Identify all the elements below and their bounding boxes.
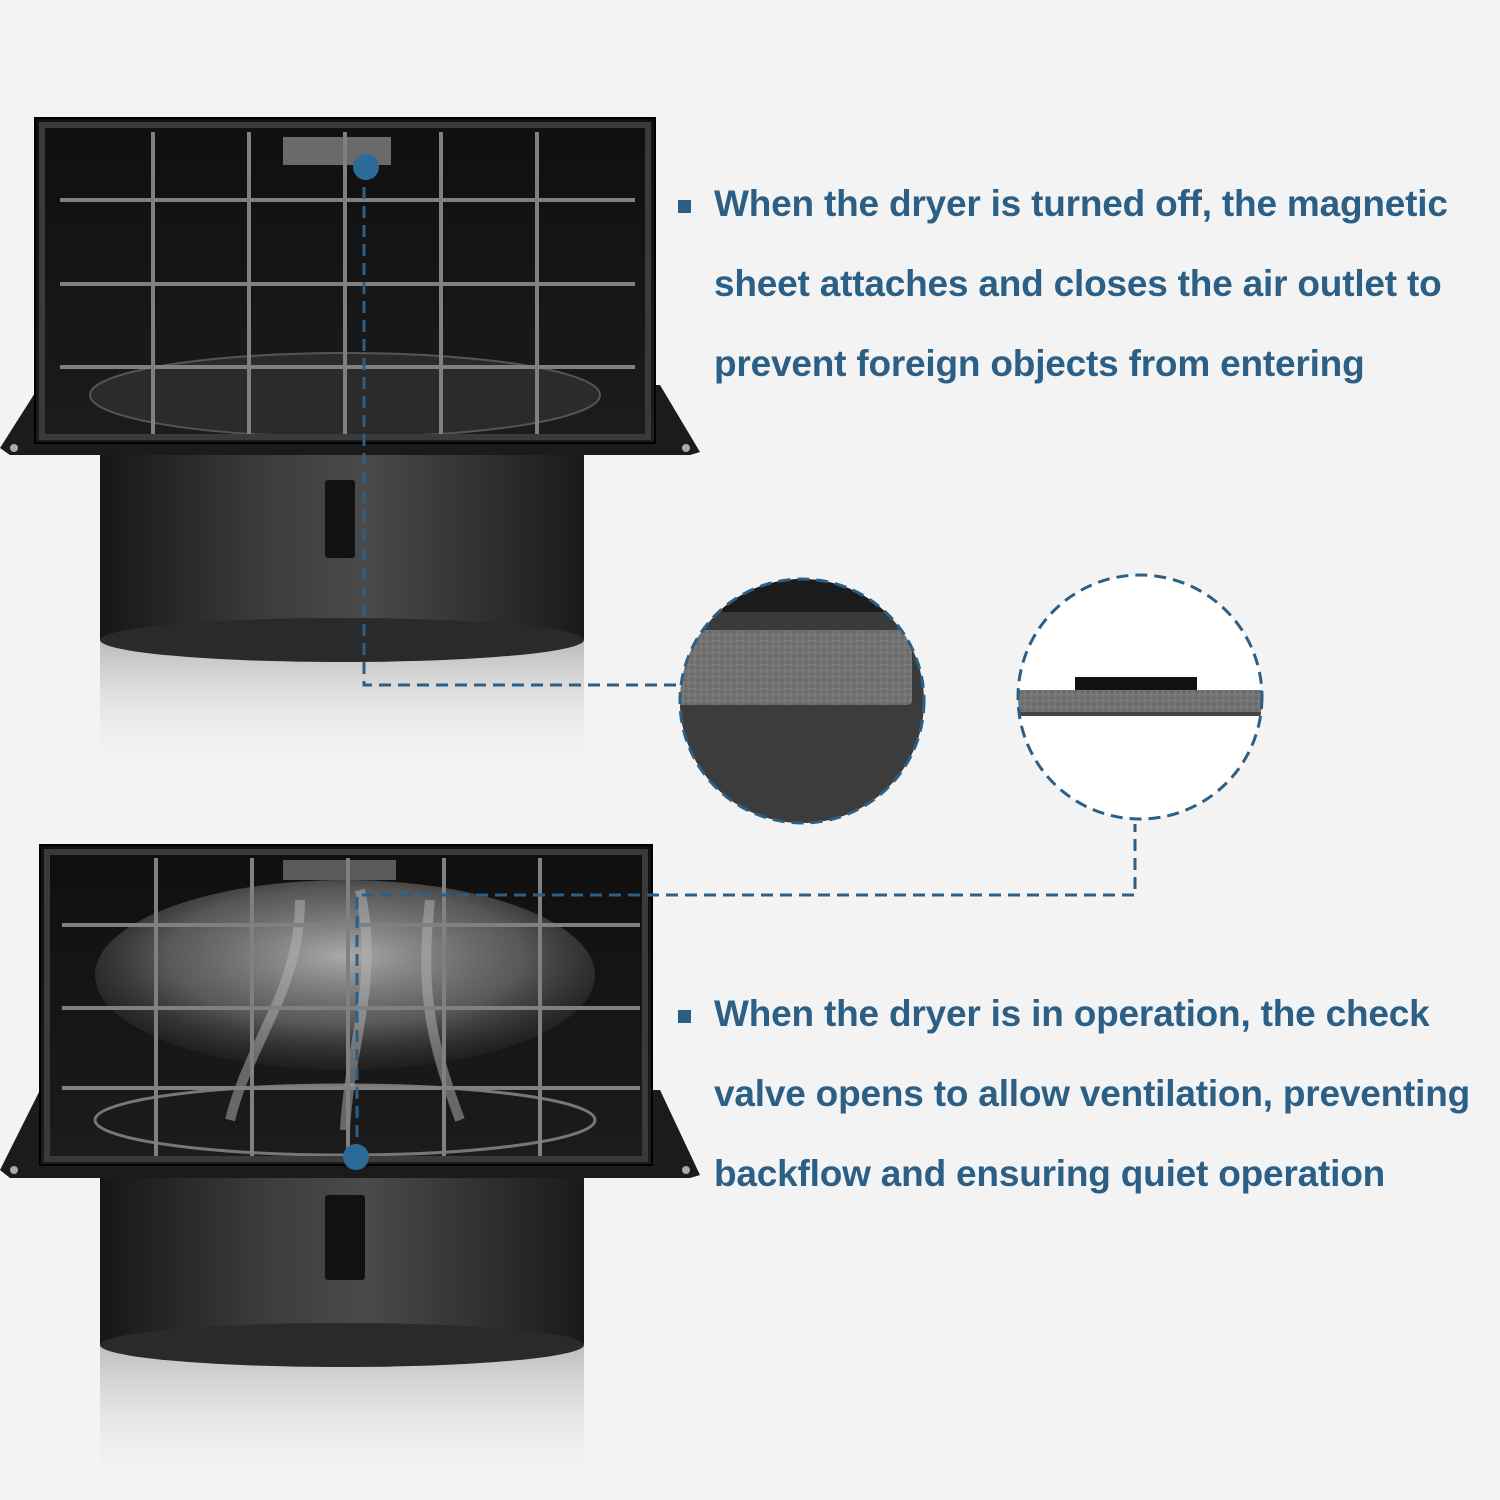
caption-line: When the dryer is turned off, the magnet… xyxy=(676,164,1486,244)
vent-grille xyxy=(60,132,635,435)
screw-hole xyxy=(682,1166,690,1174)
vent-closed xyxy=(0,117,700,770)
caption-open: When the dryer is in operation, the chec… xyxy=(676,974,1486,1214)
callout-line-open xyxy=(355,824,1137,1156)
magnetic-sheet-edge xyxy=(1018,690,1262,712)
caption-line: valve opens to allow ventilation, preven… xyxy=(714,1073,1471,1114)
bullet-square-icon xyxy=(678,1010,691,1023)
magnetic-sheet xyxy=(283,860,396,880)
zoom-detail-side xyxy=(1016,573,1264,821)
screw-hole xyxy=(10,444,18,452)
vent-open xyxy=(0,844,700,1490)
callout-dot-icon xyxy=(343,1144,369,1170)
caption-line: backflow and ensuring quiet operation xyxy=(714,1153,1385,1194)
caption-line: sheet attaches and closes the air outlet… xyxy=(714,263,1442,304)
bullet-square-icon xyxy=(678,200,691,213)
magnet-block xyxy=(1075,677,1197,691)
caption-closed: When the dryer is turned off, the magnet… xyxy=(676,164,1486,404)
screw-hole xyxy=(682,444,690,452)
open-damper xyxy=(95,880,595,1070)
caption-line: When the dryer is in operation, the chec… xyxy=(676,974,1486,1054)
screw-hole xyxy=(10,1166,18,1174)
callout-line-closed xyxy=(362,168,680,687)
vent-grille xyxy=(62,858,640,1158)
caption-line: prevent foreign objects from entering xyxy=(714,343,1365,384)
callout-lines xyxy=(355,168,1137,1156)
pipe-clip xyxy=(325,480,355,558)
callout-dot-icon xyxy=(353,154,379,180)
pipe-clip xyxy=(325,1195,365,1280)
magnetic-sheet-closeup xyxy=(680,630,912,705)
zoom-detail-closed xyxy=(678,577,926,825)
